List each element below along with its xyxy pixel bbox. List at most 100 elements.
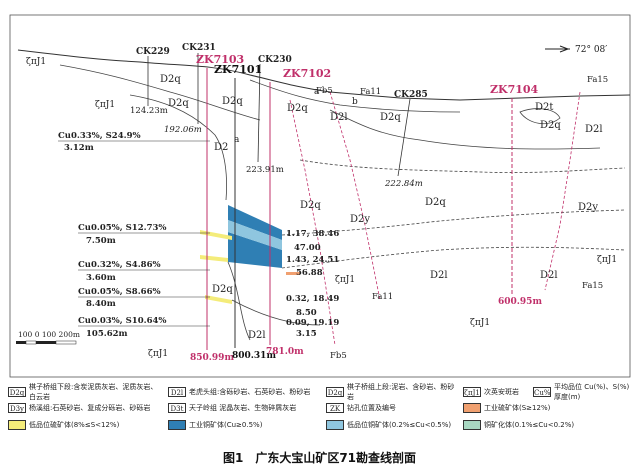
unit-d2l-5: D2l [248, 330, 266, 341]
formation-boundary-7 [281, 246, 626, 269]
legend-grade: Cu% 平均品位 Cu(%)、S(%) 厚度(m) [533, 383, 633, 401]
cross-section-diagram: 72° 08′ 100 0 100 200m CK229 CK231 ZK710… [9, 14, 631, 378]
grade-left-1-thick: 3.12m [64, 143, 94, 153]
legend-text: 棋子桥组上段:泥岩、含砂岩、粉砂岩 [347, 383, 455, 401]
cu-low-grade-body [228, 220, 282, 250]
legend-text: 天子岭组 泥晶灰岩、生物碎屑灰岩 [189, 404, 297, 412]
legend-s-low: 低品位硫矿体(8%≤S<12%) [8, 418, 158, 432]
orientation-arrow [545, 45, 570, 53]
s-industrial-body [286, 272, 300, 275]
unit-zeta-j1-topleft: ζπJ1 [26, 57, 46, 67]
scale-label: 100 0 100 200m [18, 330, 80, 339]
label-ck229: CK229 [136, 47, 170, 57]
unit-zeta-j1-right: ζπJ1 [597, 255, 617, 265]
legend-borehole: ZK 钻孔位置及编号 [326, 401, 456, 415]
unit-d2l-4: D2l [540, 270, 558, 281]
label-fa15-bottom: Fa15 [582, 281, 603, 291]
label-fa11-top: Fa11 [360, 87, 381, 97]
unit-d2q-3: D2q [222, 96, 243, 107]
section-frame [9, 14, 631, 378]
unit-d2q-7: D2q [300, 200, 321, 211]
legend-swatch [463, 420, 481, 430]
unit-d2q-2: D2q [168, 98, 189, 109]
label-fb5-bottom: Fb5 [330, 351, 347, 361]
unit-zeta-j1-bottomleft: ζπJ1 [148, 349, 168, 359]
depth-d2: 192.06m [164, 125, 202, 135]
surface-line [17, 49, 631, 101]
legend-text: 低品位铜矿体(0.2%≤Cu<0.5%) [347, 421, 452, 429]
legend-text: 次英安斑岩 [484, 388, 519, 396]
legend-cu-low: 低品位铜矿体(0.2%≤Cu<0.5%) [326, 418, 456, 432]
unit-b: b [352, 97, 358, 107]
unit-zeta-j1-mid: ζπJ1 [335, 275, 355, 285]
legend-text: 平均品位 Cu(%)、S(%) 厚度(m) [554, 383, 630, 401]
cu-ore-body-upper [228, 205, 282, 240]
legend-symbol: D2l [168, 387, 186, 397]
legend-symbol: ζπJ1 [463, 387, 481, 397]
legend-d2l: D2l 老虎头组:含砾砂岩、石英砂岩、粉砂岩 [168, 385, 318, 399]
legend-symbol: D2q [8, 387, 26, 397]
grade-left-5-thick: 105.62m [86, 329, 128, 339]
depth-zk7102: 781.0m [266, 347, 304, 357]
fault-fa11 [329, 91, 381, 301]
unit-d2q-8: D2q [425, 197, 446, 208]
unit-d2y-2: D2y [578, 202, 598, 213]
scale-bar [16, 340, 77, 345]
depth-zk7104: 600.95m [498, 297, 542, 307]
legend-swatch [326, 420, 344, 430]
grade-left-3: Cu0.32%, S4.86% [78, 260, 161, 270]
legend-swatch [168, 420, 186, 430]
legend: D2q 棋子桥组下段:含炭泥质灰岩、泥质灰岩、白云岩 D2l 老虎头组:含砾砂岩… [8, 383, 634, 440]
unit-zeta-j1-left: ζπJ1 [95, 100, 115, 110]
legend-text: 老虎头组:含砾砂岩、石英砂岩、粉砂岩 [189, 388, 311, 396]
formation-boundary-2 [129, 94, 227, 201]
unit-d2l-3: D2l [430, 270, 448, 281]
grade-left-5: Cu0.03%, S10.64% [78, 316, 166, 326]
grade-right-1: 1.17, 38.46 [286, 229, 339, 239]
legend-d2q-upper: D2q 棋子桥组上段:泥岩、含砂岩、粉砂岩 [326, 383, 456, 401]
legend-cu-mineral: 铜矿化体(0.1%≤Cu<0.2%) [463, 418, 633, 432]
unit-d2q-9: D2q [212, 284, 233, 295]
legend-text: 工业硫矿体(S≥12%) [484, 404, 551, 412]
unit-d2l-1: D2l [330, 112, 348, 123]
legend-swatch [463, 403, 481, 413]
grade-right-5: 0.32, 18.49 [286, 294, 339, 304]
grade-left-2-thick: 7.50m [86, 236, 116, 246]
grade-left-4: Cu0.05%, S8.66% [78, 287, 161, 297]
formation-boundary-4 [329, 109, 601, 150]
unit-d2q-5: D2q [380, 112, 401, 123]
legend-symbol: Cu% [533, 387, 551, 397]
legend-zeta-j1: ζπJ1 次英安斑岩 [463, 385, 533, 399]
unit-d2q-6: D2q [540, 120, 561, 131]
legend-text: 低品位硫矿体(8%≤S<12%) [29, 421, 120, 429]
label-fa15-top: Fa15 [587, 75, 608, 85]
grade-left-4-thick: 8.40m [86, 299, 116, 309]
grade-left-1: Cu0.33%, S24.9% [58, 131, 141, 141]
unit-a: a [234, 135, 240, 145]
label-ck231: CK231 [182, 43, 216, 53]
label-fb5-top: Fb5 [316, 86, 333, 96]
label-zk7101: ZK7101 [214, 63, 262, 76]
label-ck285: CK285 [394, 90, 428, 100]
s-low-grade-body-3 [205, 295, 232, 304]
legend-d3y: D3y 杨溪组:石英砂岩、复成分砾岩、砂砾岩 [8, 401, 158, 415]
grade-right-6: 8.50 [296, 308, 317, 318]
legend-swatch [8, 420, 26, 430]
unit-d2q-1: D2q [160, 74, 181, 85]
legend-cu-industrial: 工业铜矿体(Cu≥0.5%) [168, 418, 318, 432]
unit-d2l-2: D2l [585, 124, 603, 135]
legend-d2q-lower: D2q 棋子桥组下段:含炭泥质灰岩、泥质灰岩、白云岩 [8, 383, 158, 401]
unit-d2y-1: D2y [350, 214, 370, 225]
grade-left-3-thick: 3.60m [86, 273, 116, 283]
unit-d2q-4: D2q [287, 103, 308, 114]
s-low-grade-body-2 [200, 255, 228, 262]
depth-zk7103: 850.99m [190, 353, 234, 363]
grade-right-7: 0.09, 19.19 [286, 318, 339, 328]
depth-d1: 124.23m [130, 106, 168, 116]
unit-seg-a: a [314, 87, 320, 97]
borehole-ck230-line [257, 63, 261, 163]
legend-text: 钻孔位置及编号 [347, 404, 396, 412]
label-zk7104: ZK7104 [490, 83, 539, 96]
legend-symbol: ZK [326, 403, 344, 413]
label-ck230: CK230 [258, 55, 292, 65]
